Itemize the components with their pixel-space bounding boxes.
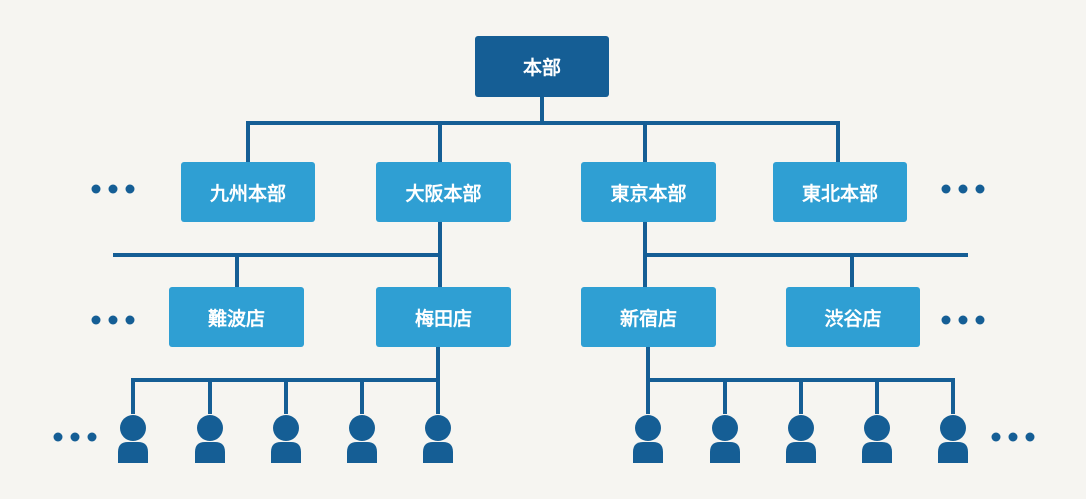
person-icon (195, 415, 225, 463)
branch-box-tohoku: 東北本部 (773, 162, 907, 222)
person-icon (938, 415, 968, 463)
ellipsis-icon (941, 184, 985, 194)
person-icon (347, 415, 377, 463)
root-box-honbu: 本部 (475, 36, 609, 97)
person-icon (118, 415, 148, 463)
ellipsis-icon (91, 184, 135, 194)
branch-label-tokyo: 東京本部 (610, 182, 687, 205)
store-label-shibuya: 渋谷店 (824, 307, 882, 330)
branch-box-tokyo: 東京本部 (581, 162, 716, 222)
store-label-namba: 難波店 (207, 307, 265, 330)
branch-label-tohoku: 東北本部 (801, 182, 878, 205)
ellipsis-icon (91, 315, 135, 325)
store-box-umeda: 梅田店 (376, 287, 511, 347)
branch-label-osaka: 大阪本部 (405, 182, 482, 205)
store-box-shinjuku: 新宿店 (581, 287, 716, 347)
branch-box-kyushu: 九州本部 (181, 162, 315, 222)
person-icon (862, 415, 892, 463)
store-label-shinjuku: 新宿店 (619, 307, 677, 330)
ellipsis-icon (53, 432, 97, 442)
person-icon (271, 415, 301, 463)
branch-label-kyushu: 九州本部 (209, 182, 286, 205)
store-box-shibuya: 渋谷店 (786, 287, 920, 347)
ellipsis-icon (991, 432, 1035, 442)
ellipsis-icon (941, 315, 985, 325)
store-label-umeda: 梅田店 (414, 307, 472, 330)
person-icon (786, 415, 816, 463)
store-box-namba: 難波店 (169, 287, 304, 347)
branch-box-osaka: 大阪本部 (376, 162, 511, 222)
root-label: 本部 (522, 57, 561, 79)
person-icon (423, 415, 453, 463)
person-icon (710, 415, 740, 463)
person-icon (633, 415, 663, 463)
